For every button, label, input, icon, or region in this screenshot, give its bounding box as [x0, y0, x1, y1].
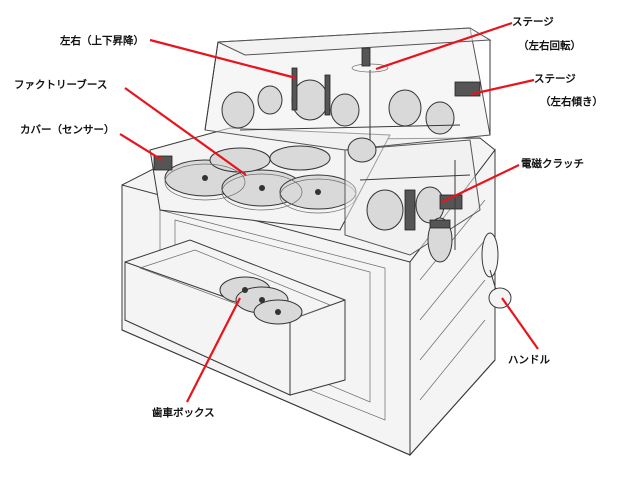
label-stage-1: ステージ: [512, 16, 554, 28]
pointer-cover: [119, 133, 163, 161]
label-stage-1-sub: （左右回転）: [518, 39, 581, 52]
pointer-stage-2: [471, 78, 535, 96]
label-left-right: 左右（上下昇降）: [59, 34, 144, 47]
pointer-clutch: [441, 164, 520, 203]
glass-hood: [204, 27, 492, 163]
label-handle: ハンドル: [508, 354, 550, 366]
gear-box-drawer: [124, 239, 346, 396]
top-deck-gears: [149, 127, 391, 231]
pointer-arrows: [119, 21, 539, 403]
label-cover: カバー（センサー）: [20, 123, 115, 136]
label-clutch: 電磁クラッチ: [521, 157, 584, 170]
pointer-stage-1: [375, 21, 513, 71]
cover-sensor: [153, 155, 173, 171]
label-factory-booth: ファクトリーブース: [14, 78, 107, 91]
label-stage-2: ステージ: [534, 73, 576, 85]
pointer-factory-booth: [124, 87, 247, 176]
pointer-handle: [501, 297, 539, 350]
label-gear-box: 歯車ボックス: [152, 406, 215, 419]
pointer-gear-box: [186, 297, 241, 403]
electromagnetic-clutch: [427, 217, 453, 263]
labels: 左右（上下昇降） ステージ （左右回転） ファクトリーブース ステージ （左右傾…: [14, 16, 603, 419]
pointer-left-right: [149, 38, 297, 80]
label-stage-2-sub: （左右傾き）: [540, 95, 603, 108]
